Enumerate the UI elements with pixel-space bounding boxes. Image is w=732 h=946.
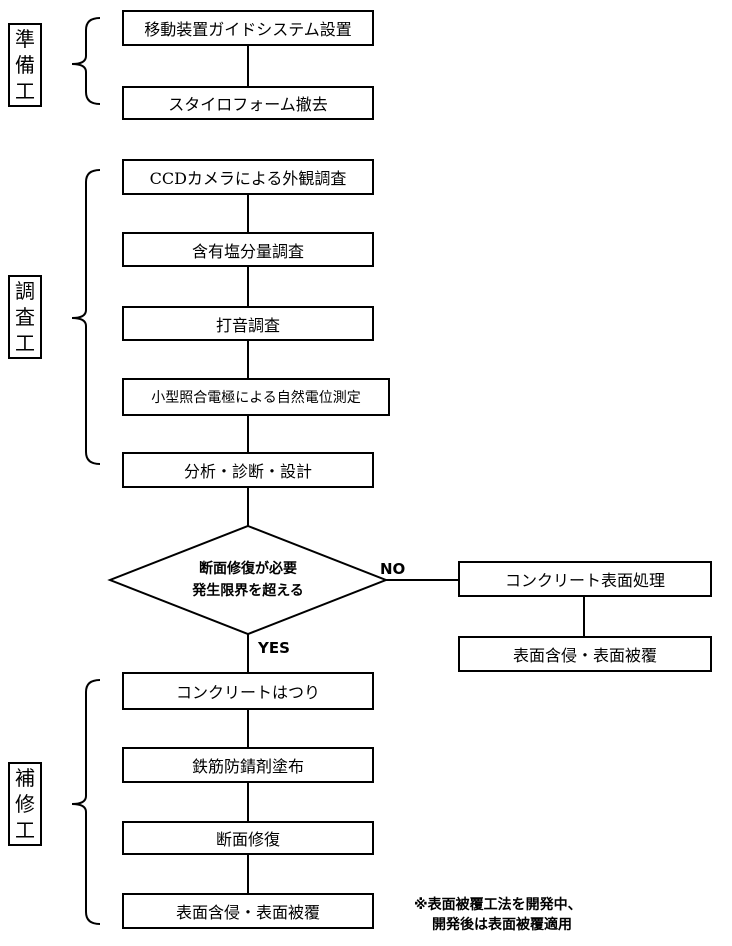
phase-char: 査 — [15, 305, 35, 329]
phase-char: 補 — [15, 766, 35, 790]
decision-line: 発生限界を超える — [192, 583, 304, 599]
bracket-survey — [71, 169, 101, 465]
step-surface-coating-main: 表面含侵・表面被覆 — [122, 893, 374, 929]
footnote-line: ※表面被覆工法を開発中、 — [414, 897, 582, 913]
step-potential-measure: 小型照合電極による自然電位測定 — [122, 378, 390, 416]
decision-diamond — [107, 524, 389, 636]
phase-char: 工 — [15, 331, 35, 355]
phase-char: 調 — [15, 279, 35, 303]
phase-char: 修 — [15, 792, 35, 816]
phase-char: 工 — [15, 79, 35, 103]
footnote-line: 開発後は表面被覆適用 — [432, 917, 572, 933]
step-ccd-survey: CCDカメラによる外観調査 — [122, 159, 374, 195]
phase-char: 備 — [15, 53, 35, 77]
step-section-repair: 断面修復 — [122, 821, 374, 855]
phase-label-prep: 準 備 工 — [8, 23, 42, 107]
phase-char: 準 — [15, 27, 35, 51]
step-rebar-coating: 鉄筋防錆剤塗布 — [122, 747, 374, 783]
step-guide-install: 移動装置ガイドシステム設置 — [122, 10, 374, 46]
decision-line: 断面修復が必要 — [199, 561, 297, 577]
step-hammer-survey: 打音調査 — [122, 306, 374, 341]
phase-label-repair: 補 修 工 — [8, 762, 42, 846]
step-chloride-survey: 含有塩分量調査 — [122, 232, 374, 267]
branch-yes-label: YES — [258, 639, 290, 657]
decision-text: 断面修復が必要 発生限界を超える — [150, 558, 346, 602]
step-chipping: コンクリートはつり — [122, 672, 374, 710]
branch-no-label: NO — [380, 560, 406, 578]
phase-char: 工 — [15, 818, 35, 842]
step-surface-treatment: コンクリート表面処理 — [458, 561, 712, 597]
footnote: ※表面被覆工法を開発中、 開発後は表面被覆適用 — [414, 895, 582, 935]
bracket-prep — [71, 17, 101, 105]
step-surface-coating-side: 表面含侵・表面被覆 — [458, 636, 712, 672]
step-analysis: 分析・診断・設計 — [122, 452, 374, 488]
step-styrofoam-removal: スタイロフォーム撤去 — [122, 86, 374, 120]
bracket-repair — [71, 679, 101, 925]
phase-label-survey: 調 査 工 — [8, 275, 42, 359]
